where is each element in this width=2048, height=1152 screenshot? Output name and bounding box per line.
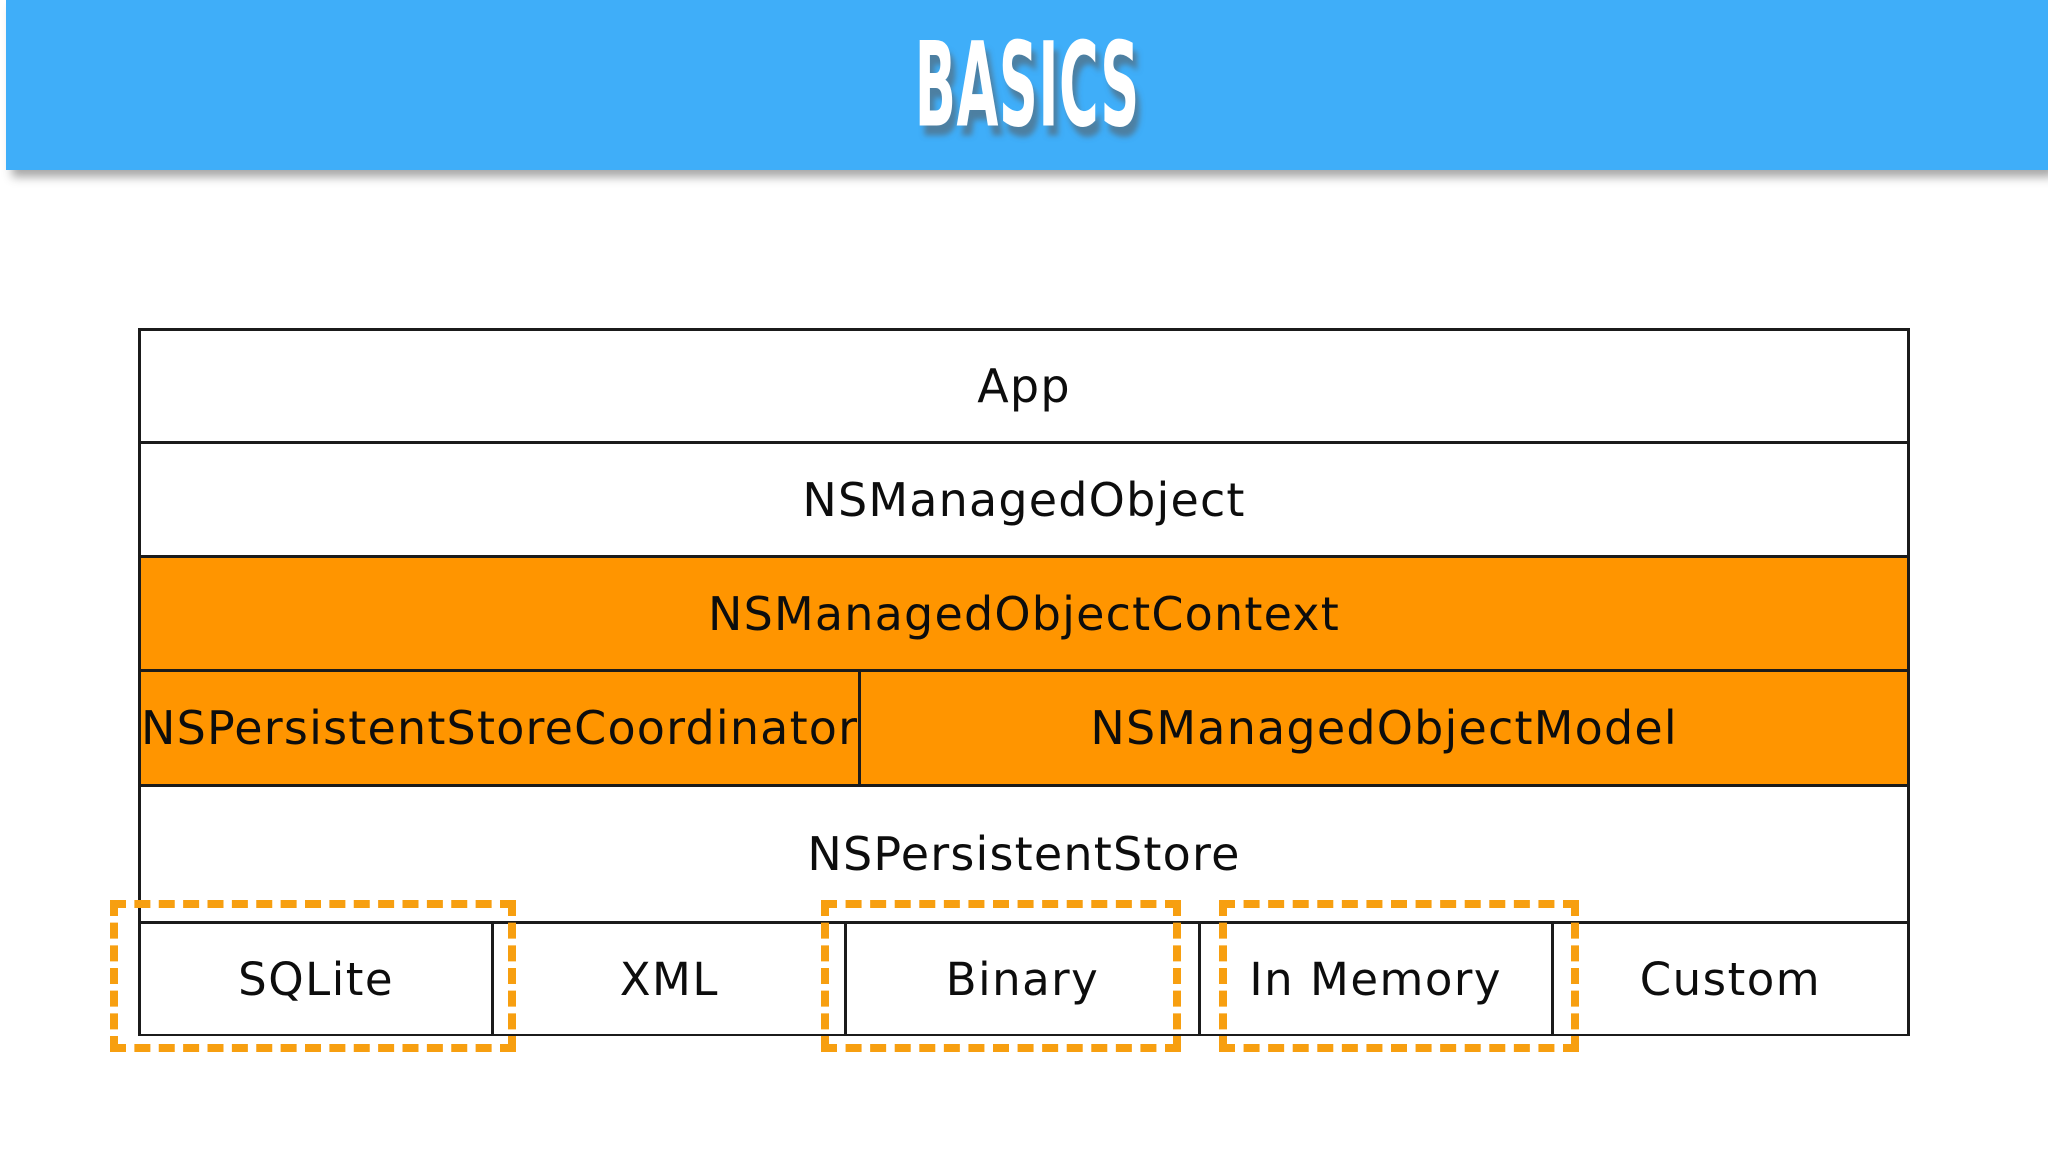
stack-row-nsmanagedobjectcontext-label: NSManagedObjectContext [708,586,1340,641]
slide-title: BASICS [914,16,1140,154]
stack-row-nsmanagedobjectcontext: NSManagedObjectContext [141,558,1907,672]
core-data-stack-table: App NSManagedObject NSManagedObjectConte… [138,328,1910,1036]
store-backend-binary-label: Binary [945,952,1100,1006]
store-backend-custom-label: Custom [1639,952,1822,1006]
store-backend-xml-label: XML [619,952,719,1006]
stack-cell-nsmanagedobjectmodel-label: NSManagedObjectModel [1090,701,1678,755]
stack-cell-nsmanagedobjectmodel: NSManagedObjectModel [861,672,1907,784]
store-backend-xml: XML [494,924,848,1034]
stack-row-store-backends: SQLite XML Binary In Memory Custom [141,924,1907,1034]
stack-cell-nspersistentstorecoordinator-label: NSPersistentStoreCoordinator [141,701,859,755]
store-backend-sqlite-label: SQLite [238,952,395,1006]
stack-row-nspersistentstore: NSPersistentStore [141,787,1907,924]
stack-cell-nspersistentstorecoordinator: NSPersistentStoreCoordinator [141,672,862,784]
stack-row-coordinator-model: NSPersistentStoreCoordinator NSManagedOb… [141,672,1907,787]
store-backend-sqlite: SQLite [141,924,495,1034]
stack-row-app-label: App [977,359,1071,413]
slide-header-banner: BASICS [6,0,2048,170]
store-backend-in-memory: In Memory [1201,924,1554,1034]
stack-row-nspersistentstore-label: NSPersistentStore [807,827,1241,881]
store-backend-in-memory-label: In Memory [1249,952,1503,1006]
store-backend-custom: Custom [1554,924,1907,1034]
store-backend-binary: Binary [847,924,1201,1034]
stack-row-nsmanagedobject-label: NSManagedObject [802,472,1246,527]
stack-row-nsmanagedobject: NSManagedObject [141,444,1907,558]
stack-row-app: App [141,331,1907,444]
